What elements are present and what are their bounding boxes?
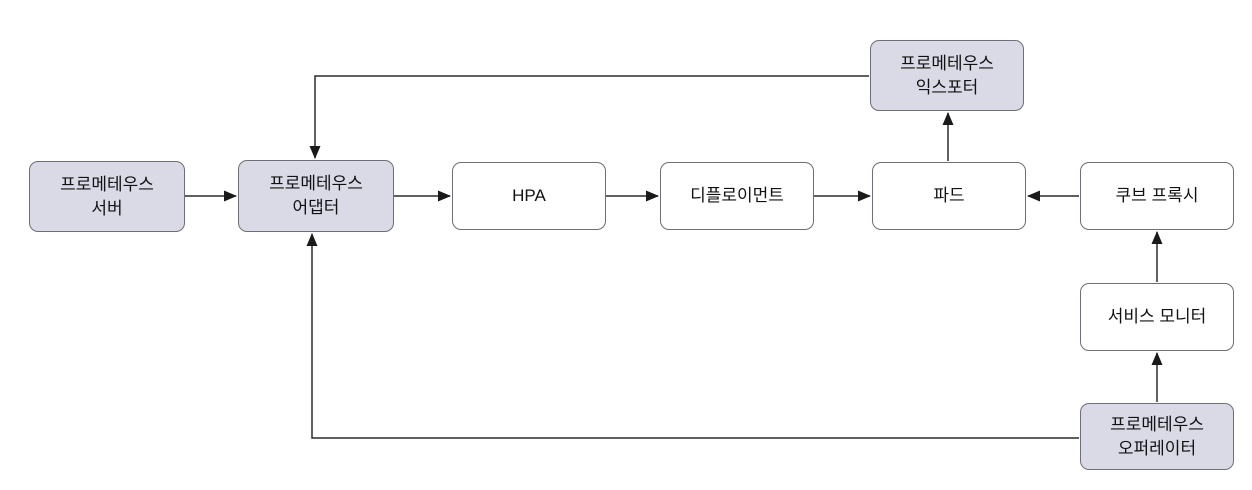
node-deployment: 디플로이먼트 bbox=[660, 162, 814, 230]
node-label: 어댑터 bbox=[292, 198, 340, 217]
edge-operator-to-adapter bbox=[306, 233, 1079, 439]
node-label: HPA bbox=[512, 186, 546, 206]
node-label: 서버 bbox=[91, 198, 123, 218]
node-pod: 파드 bbox=[872, 162, 1026, 230]
node-label: 파드 bbox=[933, 186, 965, 206]
node-hpa: HPA bbox=[452, 162, 606, 230]
node-kube-proxy: 쿠브 프록시 bbox=[1080, 162, 1234, 230]
node-label: 서비스 모니터 bbox=[1107, 307, 1207, 327]
node-label: 프로메테우스 bbox=[900, 53, 994, 73]
node-label: 쿠브 프록시 bbox=[1115, 186, 1199, 206]
node-label: 프로메테우스 bbox=[1110, 414, 1204, 434]
node-label: 프로메테우스 bbox=[269, 174, 363, 194]
node-label: 프로메테우스 bbox=[60, 174, 154, 194]
node-service-monitor: 서비스 모니터 bbox=[1080, 283, 1234, 351]
node-label: 디플로이먼트 bbox=[690, 186, 784, 206]
node-label: 익스포터 bbox=[915, 77, 979, 97]
edge-exporter-to-adapter bbox=[309, 75, 869, 159]
node-label: 오퍼레이터 bbox=[1117, 438, 1197, 458]
